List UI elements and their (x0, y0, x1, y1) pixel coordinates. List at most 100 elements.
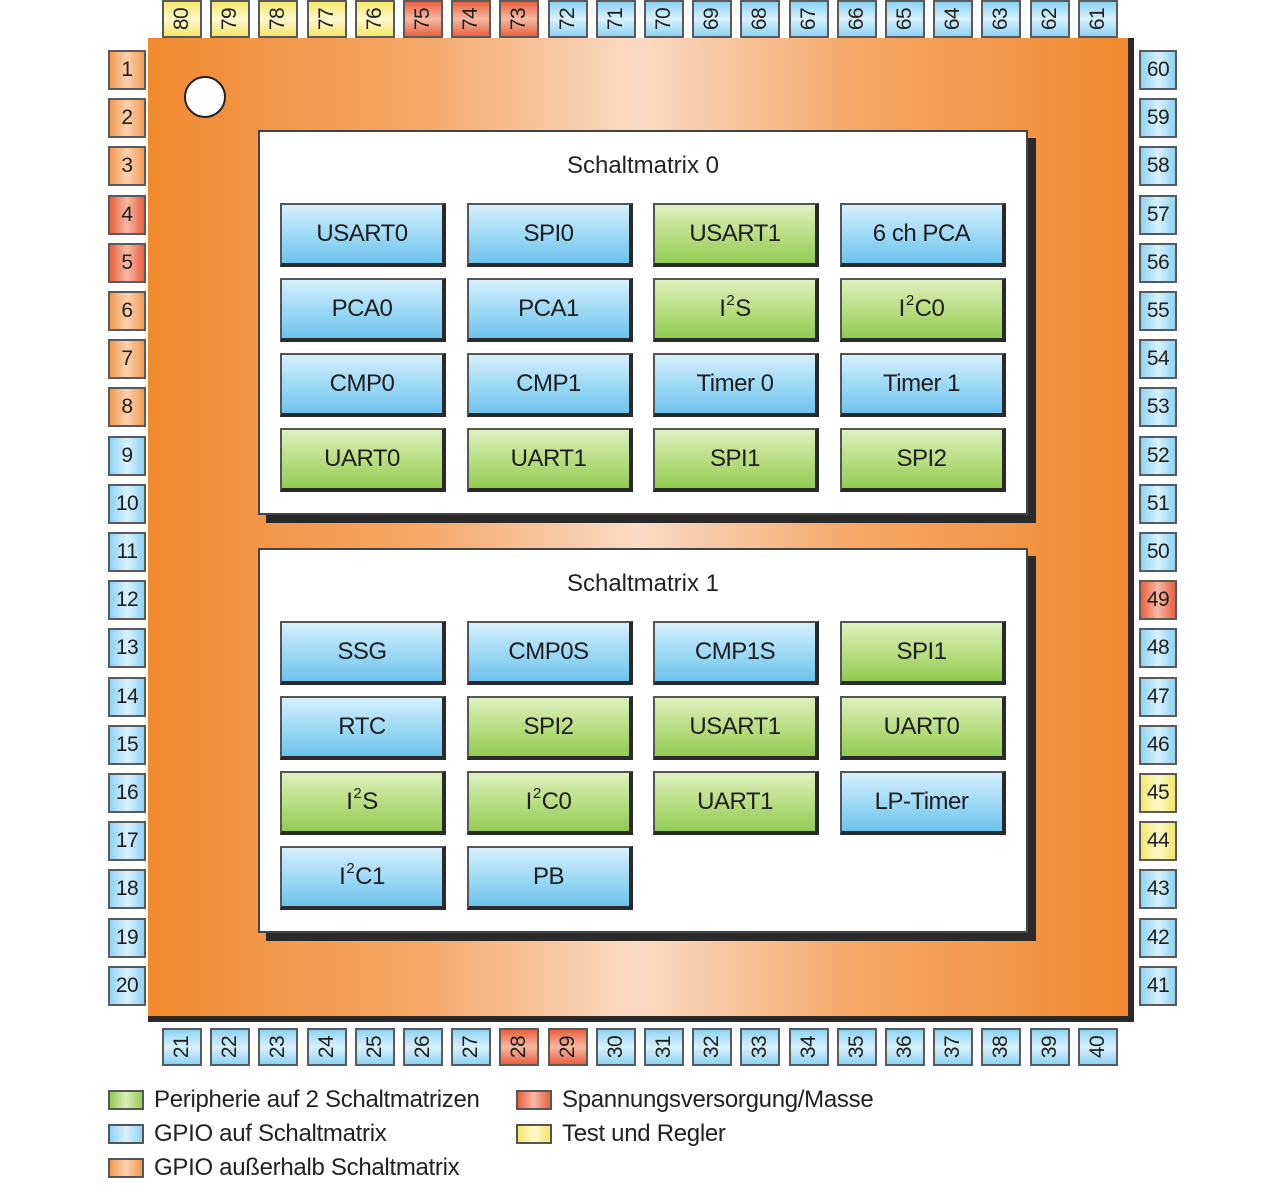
peripheral-label: RTC (338, 713, 386, 740)
pin-79: 79 (210, 0, 250, 38)
pin-number: 18 (115, 877, 139, 900)
pin-number: 26 (410, 1035, 434, 1059)
pin-number: 48 (1146, 636, 1170, 659)
pin-22: 22 (210, 1028, 250, 1066)
pin-24: 24 (307, 1028, 347, 1066)
peripheral-label: USART1 (689, 713, 781, 740)
peripheral-cmp0s: CMP0S (466, 621, 633, 685)
pin-17: 17 (108, 821, 146, 861)
pin-60: 60 (1139, 50, 1177, 90)
peripheral-label: LP-Timer (874, 788, 969, 815)
peripheral-uart1: UART1 (466, 428, 633, 492)
peripheral-label: I (525, 788, 533, 815)
pin-69: 69 (692, 0, 732, 38)
pin-58: 58 (1139, 146, 1177, 186)
peripheral-label: USART0 (316, 220, 408, 247)
matrix-title: Schaltmatrix 0 (566, 152, 720, 179)
pin-7: 7 (108, 339, 146, 379)
pin-77: 77 (307, 0, 347, 38)
pin-number: 3 (121, 154, 133, 177)
peripheral-label: I (346, 788, 353, 815)
pin-55: 55 (1139, 291, 1177, 331)
pin-number: 47 (1146, 685, 1170, 708)
pin-number: 24 (314, 1035, 338, 1059)
pin-33: 33 (740, 1028, 780, 1066)
peripheral-label-superscript: 2 (532, 784, 541, 802)
peripheral-usart1: USART1 (653, 203, 819, 267)
pin-number: 32 (699, 1035, 723, 1059)
legend-label: Peripherie auf 2 Schaltmatrizen (154, 1086, 480, 1113)
pin-number: 50 (1146, 540, 1170, 563)
pin-38: 38 (981, 1028, 1021, 1066)
pin-48: 48 (1139, 628, 1177, 668)
peripheral-usart0: USART0 (280, 203, 446, 267)
peripheral-label: Timer 0 (696, 370, 774, 397)
peripheral-cmp1s: CMP1S (653, 621, 819, 685)
peripheral-label: PB (532, 863, 565, 890)
peripheral-label: USART1 (689, 220, 781, 247)
peripheral-label-suffix: C1 (355, 863, 385, 890)
legend-swatch (108, 1124, 144, 1144)
pin-number: 72 (555, 7, 579, 31)
pin-21: 21 (162, 1028, 202, 1066)
pin-73: 73 (499, 0, 539, 38)
peripheral-label-suffix: C0 (541, 788, 572, 815)
pin-36: 36 (885, 1028, 925, 1066)
peripheral-label-suffix: S (735, 295, 751, 322)
pin-25: 25 (355, 1028, 395, 1066)
pin-number: 73 (506, 7, 530, 31)
peripheral-spi0: SPI0 (466, 203, 633, 267)
pin-number: 19 (115, 926, 139, 949)
pin-52: 52 (1139, 436, 1177, 476)
legend-swatch (516, 1124, 552, 1144)
peripheral-label: SPI1 (896, 638, 947, 665)
peripheral-cmp0: CMP0 (280, 353, 446, 417)
pin-number: 31 (651, 1035, 675, 1059)
pin-74: 74 (451, 0, 491, 38)
pin-56: 56 (1139, 243, 1177, 283)
pin-number: 71 (603, 7, 627, 31)
pin-15: 15 (108, 725, 146, 765)
pin-number: 36 (892, 1035, 916, 1059)
peripheral-pb: PB (466, 846, 633, 910)
legend-item-power: Spannungsversorgung/Masse (516, 1086, 874, 1114)
peripheral-label: UART0 (883, 713, 960, 740)
pin-number: 1 (121, 58, 133, 81)
pin-number: 52 (1146, 444, 1170, 467)
pin-number: 46 (1146, 733, 1170, 756)
pin-50: 50 (1139, 532, 1177, 572)
peripheral-6-ch-pca: 6 ch PCA (839, 203, 1006, 267)
pin-number: 56 (1146, 251, 1170, 274)
pin-number: 61 (1085, 7, 1109, 31)
pin-28: 28 (499, 1028, 539, 1066)
pin-number: 33 (747, 1035, 771, 1059)
peripheral-label: UART1 (697, 788, 773, 815)
peripheral-timer-1: Timer 1 (839, 353, 1006, 417)
peripheral-label: I (719, 295, 726, 322)
pin-5: 5 (108, 243, 146, 283)
pin-number: 54 (1146, 347, 1170, 370)
pin-number: 59 (1146, 106, 1170, 129)
pin-number: 40 (1085, 1035, 1109, 1059)
peripheral-label-superscript: 2 (726, 291, 735, 309)
pin-44: 44 (1139, 821, 1177, 861)
pin-27: 27 (451, 1028, 491, 1066)
peripheral-label-superscript: 2 (905, 291, 914, 309)
pin-number: 2 (121, 106, 133, 129)
peripheral-lp-timer: LP-Timer (839, 771, 1006, 835)
pin-67: 67 (789, 0, 829, 38)
pin-number: 9 (121, 444, 133, 467)
pin-number: 63 (988, 7, 1012, 31)
pin-number: 4 (121, 203, 133, 226)
pin-43: 43 (1139, 869, 1177, 909)
peripheral-label-suffix: S (362, 788, 378, 815)
pin-4: 4 (108, 195, 146, 235)
pin-59: 59 (1139, 98, 1177, 138)
legend-label: GPIO außerhalb Schaltmatrix (154, 1154, 460, 1181)
pin-number: 51 (1146, 492, 1170, 515)
pin-number: 5 (121, 251, 133, 274)
pin-number: 23 (265, 1035, 289, 1059)
